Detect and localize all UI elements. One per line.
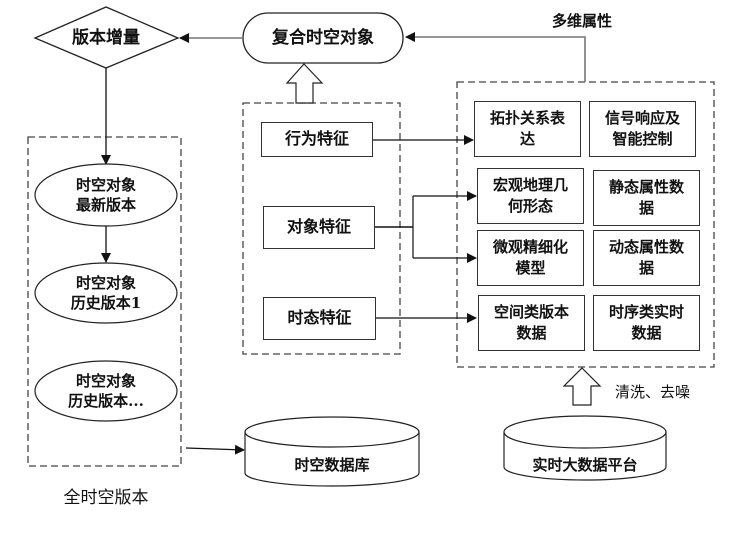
multidim-attributes-label: 多维属性 <box>552 12 613 30</box>
realtime-platform-cylinder <box>503 415 667 481</box>
signal-control-box: 信号响应及 智能控制 <box>589 101 696 157</box>
behavior-feature-box: 行为特征 <box>261 122 373 157</box>
dynamic-attribute-box: 动态属性数 据 <box>593 230 700 286</box>
attributes-group <box>456 81 715 368</box>
full-version-caption: 全时空版本 <box>63 487 149 508</box>
arrow-versions-to-db <box>185 444 245 455</box>
temporal-feature-box: 时态特征 <box>263 297 376 340</box>
history-version-1-label: 时空对象 历史版本1 <box>70 273 142 312</box>
hollow-arrow-features-to-composite <box>285 63 324 104</box>
arrow-attributes-to-composite <box>405 32 586 82</box>
history-version-1-ellipse <box>34 262 178 324</box>
latest-version-label: 时空对象 最新版本 <box>75 175 136 214</box>
hollow-arrow-platform-to-attributes <box>562 367 602 406</box>
realtime-platform-label: 实时大数据平台 <box>532 455 638 474</box>
features-group <box>242 102 401 355</box>
clean-denoise-label: 清洗、去噪 <box>615 383 691 401</box>
topology-box: 拓扑关系表 达 <box>474 101 581 157</box>
version-increment-label: 版本增量 <box>72 27 140 48</box>
composite-object-label: 复合时空对象 <box>272 27 374 48</box>
history-version-n-ellipse <box>34 360 178 422</box>
version-increment-diamond <box>33 6 180 69</box>
micro-model-box: 微观精细化 模型 <box>477 230 584 286</box>
spatiotemporal-db-label: 时空数据库 <box>294 455 370 474</box>
spatiotemporal-db-cylinder <box>244 416 420 487</box>
history-version-n-label: 时空对象 历史版本... <box>68 371 144 410</box>
macro-geometry-box: 宏观地理几 何形态 <box>477 168 584 224</box>
object-feature-box: 对象特征 <box>263 206 375 249</box>
spatial-version-box: 空间类版本 数据 <box>478 295 585 351</box>
static-attribute-box: 静态属性数 据 <box>593 170 700 226</box>
timeseries-realtime-box: 时序类实时 数据 <box>593 295 700 351</box>
